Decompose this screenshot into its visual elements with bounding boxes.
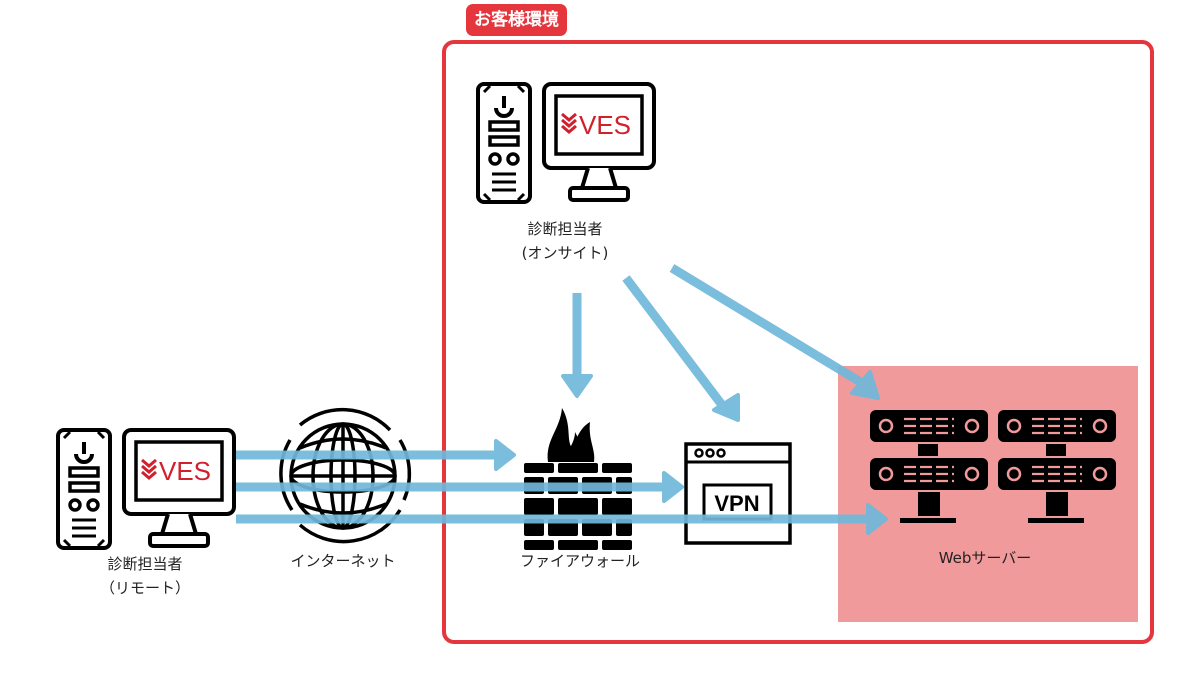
- onsite-pc-icon: VES: [476, 82, 656, 204]
- onsite-screen-brand: VES: [579, 110, 631, 140]
- remote-label-line1: 診断担当者: [107, 555, 183, 573]
- arrow-remote-to-webserver: [236, 503, 888, 535]
- vpn-window-icon: VPN: [684, 442, 792, 545]
- server-rack-icon: [870, 408, 1118, 525]
- remote-screen-brand: VES: [159, 456, 211, 486]
- webserver-zone: [838, 366, 1138, 622]
- remote-label-line2: （リモート）: [99, 579, 190, 597]
- onsite-label-line1: 診断担当者: [527, 220, 603, 238]
- webserver-label: Webサーバー: [938, 549, 1032, 567]
- vpn-label: VPN: [714, 491, 759, 516]
- arrow-onsite-to-webserver: [669, 264, 880, 400]
- firewall-icon: [524, 408, 632, 550]
- arrow-onsite-to-vpn: [622, 275, 740, 422]
- arrow-onsite-to-firewall: [561, 293, 593, 398]
- onsite-label-line2: (オンサイト): [521, 244, 609, 262]
- arrow-remote-to-vpn: [236, 471, 684, 503]
- connection-arrows: [236, 264, 888, 535]
- arrow-remote-to-firewall: [236, 439, 516, 471]
- customer-environment-frame: [442, 40, 1154, 644]
- firewall-label: ファイアウォール: [519, 552, 640, 570]
- remote-pc-icon: VES: [56, 428, 236, 550]
- globe-icon: [279, 407, 412, 544]
- customer-environment-tag: お客様環境: [466, 4, 567, 36]
- internet-label: インターネット: [290, 552, 396, 570]
